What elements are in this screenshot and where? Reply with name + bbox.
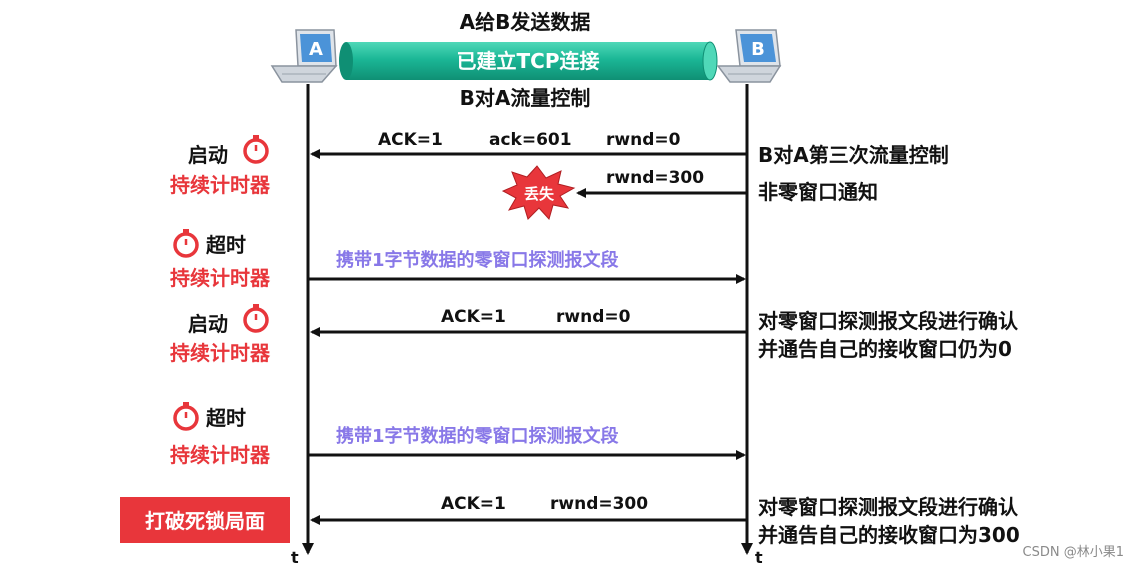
msg1-rwnd: rwnd=0 xyxy=(606,130,681,150)
stopwatch-icon xyxy=(243,135,269,164)
title-bottom: B对A流量控制 xyxy=(460,86,591,110)
time-label-b: t xyxy=(755,548,763,567)
probe1-label: 携带1字节数据的零窗口探测报文段 xyxy=(336,249,620,271)
left-note-1: 启动 持续计时器 xyxy=(170,135,271,197)
msg3-ack: ACK=1 xyxy=(441,307,506,327)
msg3-rwnd: rwnd=0 xyxy=(556,307,631,327)
lost-label: 丢失 xyxy=(524,185,555,203)
deadlock-break-badge: 打破死锁局面 xyxy=(120,497,290,543)
host-a-laptop-icon: A xyxy=(270,29,338,83)
left-note-4: 超时 持续计时器 xyxy=(170,402,271,467)
explosion-icon: 丢失 xyxy=(501,165,576,221)
stopwatch-icon xyxy=(173,402,199,431)
right-note-2: 非零窗口通知 xyxy=(758,180,878,204)
connection-label: 已建立TCP连接 xyxy=(457,49,600,73)
message-ack-rwnd-300: ACK=1 rwnd=300 xyxy=(310,494,746,525)
host-a-label: A xyxy=(309,39,323,60)
left-note-3-timer: 持续计时器 xyxy=(170,341,271,365)
host-b-laptop-icon: B xyxy=(716,29,782,83)
right-note-4-line2: 并通告自己的接收窗口为300 xyxy=(758,523,1020,547)
right-note-1: B对A第三次流量控制 xyxy=(758,143,949,167)
right-note-3-line2: 并通告自己的接收窗口仍为0 xyxy=(758,337,1012,361)
left-note-3: 启动 持续计时器 xyxy=(170,304,271,365)
msg4-rwnd: rwnd=300 xyxy=(550,494,648,514)
probe2-label: 携带1字节数据的零窗口探测报文段 xyxy=(336,425,620,447)
msg1-ack-num: ack=601 xyxy=(489,130,572,150)
left-note-4-timer: 持续计时器 xyxy=(170,443,271,467)
watermark: CSDN @林小果1 xyxy=(1023,545,1124,560)
left-note-4-action: 超时 xyxy=(205,406,246,430)
title-top: A给B发送数据 xyxy=(460,10,591,34)
left-note-2-timer: 持续计时器 xyxy=(170,266,271,290)
left-note-2: 超时 持续计时器 xyxy=(170,229,271,290)
tcp-connection-pipe: 已建立TCP连接 xyxy=(339,41,718,81)
left-note-1-action: 启动 xyxy=(188,143,228,167)
left-note-1-timer: 持续计时器 xyxy=(170,173,271,197)
left-note-3-action: 启动 xyxy=(188,312,228,336)
probe-message-1: 携带1字节数据的零窗口探测报文段 xyxy=(309,249,746,284)
msg4-ack: ACK=1 xyxy=(441,494,506,514)
right-note-4-line1: 对零窗口探测报文段进行确认 xyxy=(758,495,1019,519)
message-ack-rwnd-0: ACK=1 rwnd=0 xyxy=(310,307,746,337)
message-rwnd-300-lost: rwnd=300 丢失 xyxy=(501,165,746,221)
stopwatch-icon xyxy=(173,229,199,258)
host-b-label: B xyxy=(751,39,765,60)
msg1-ack: ACK=1 xyxy=(378,130,443,150)
msg2-rwnd: rwnd=300 xyxy=(606,168,704,188)
stopwatch-icon xyxy=(243,304,269,333)
message-rwnd-0: ACK=1 ack=601 rwnd=0 xyxy=(310,130,746,159)
right-note-3-line1: 对零窗口探测报文段进行确认 xyxy=(758,309,1019,333)
deadlock-break-label: 打破死锁局面 xyxy=(145,509,265,533)
probe-message-2: 携带1字节数据的零窗口探测报文段 xyxy=(309,425,746,460)
left-note-2-action: 超时 xyxy=(205,233,246,257)
time-label-a: t xyxy=(291,548,299,567)
